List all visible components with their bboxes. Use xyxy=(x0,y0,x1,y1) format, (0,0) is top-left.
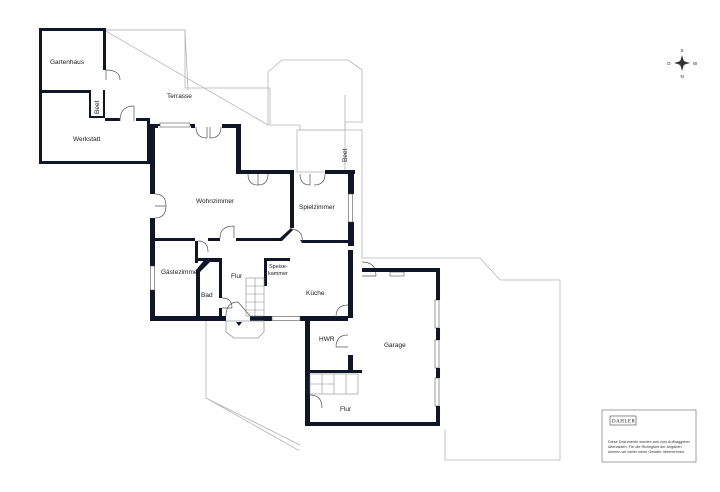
label-hwr: HWR xyxy=(319,336,335,343)
legend-box: DAHLER Diese Dokumente wurden aus vom Au… xyxy=(601,409,697,463)
label-werkstatt: Werkstatt xyxy=(73,136,101,143)
compass-icon: S N O W xyxy=(667,48,698,79)
label-beet-2: Beet xyxy=(342,148,349,162)
entrance-arrow xyxy=(236,322,242,326)
werkstatt-building xyxy=(39,90,150,164)
legend-line-3: können wir daher keine Gewähr übernehmen… xyxy=(608,450,685,454)
label-garage: Garage xyxy=(384,342,406,349)
compass-s: S xyxy=(681,48,684,53)
compass-n: N xyxy=(681,74,684,79)
label-flur-2: Flur xyxy=(340,406,352,413)
entrance-bay xyxy=(225,320,265,339)
legend-line-1: Diese Dokumente wurden aus vom Auftragge… xyxy=(608,440,691,444)
label-spielzimmer: Spielzimmer xyxy=(299,204,336,211)
east-boundary xyxy=(344,95,561,461)
legend-line-2: überlassen. Für die Richtigkeit der Anga… xyxy=(608,445,682,449)
garage-walls xyxy=(305,268,440,426)
stairs-garage xyxy=(309,373,359,395)
label-beet-1: Beet xyxy=(94,100,101,114)
label-flur-1: Flur xyxy=(231,273,243,280)
windows xyxy=(150,122,440,407)
label-gaestezimmer: Gästezimmer xyxy=(161,269,200,276)
south-boundary xyxy=(205,320,300,451)
label-wohnzimmer: Wohnzimmer xyxy=(196,198,235,205)
terrace-outline xyxy=(102,29,363,131)
doors xyxy=(154,126,377,409)
room-labels: Gartenhaus Terrasse Beet Werkstatt Wohnz… xyxy=(50,59,406,413)
compass-w: W xyxy=(693,61,698,66)
label-speisekammer-1: Speise- xyxy=(269,264,288,270)
legend-brand-logo: DAHLER xyxy=(612,420,635,425)
terrace-edge xyxy=(104,29,189,91)
label-kueche: Küche xyxy=(306,290,325,297)
spielzimmer-terrace xyxy=(296,129,346,173)
label-bad: Bad xyxy=(201,292,213,299)
label-terrasse: Terrasse xyxy=(167,93,192,100)
label-gartenhaus: Gartenhaus xyxy=(50,59,85,66)
south-path xyxy=(205,397,301,446)
gartenhaus-building xyxy=(39,28,121,164)
compass-o: O xyxy=(667,61,671,66)
stairs-main xyxy=(245,277,265,317)
label-speisekammer-2: kammer xyxy=(268,271,288,277)
